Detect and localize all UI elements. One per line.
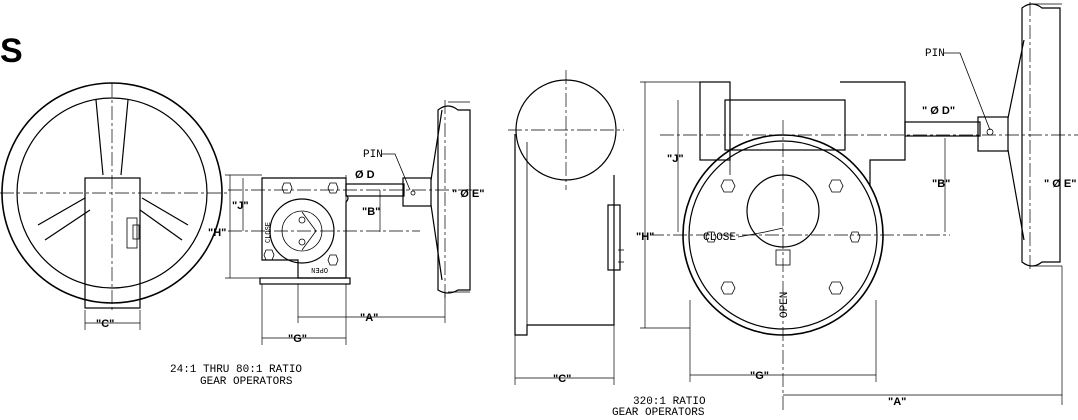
- close-label-small: CLOSE: [265, 222, 273, 243]
- dim-d-small: Ø D: [355, 169, 375, 181]
- dim-e-large: " Ø E": [1044, 178, 1076, 190]
- dim-h-large: "H": [636, 231, 654, 243]
- open-label-small: OPEN: [311, 265, 328, 273]
- dim-h-small: "H": [208, 227, 226, 239]
- dim-j-large: "J": [667, 153, 684, 165]
- caption-small-line2: GEAR OPERATORS: [200, 376, 293, 388]
- dim-a-small: "A": [360, 312, 378, 324]
- pin-label-small: PIN: [363, 149, 383, 161]
- dim-c-large: "C": [553, 373, 571, 385]
- close-label-large: CLOSE: [703, 232, 736, 244]
- pin-label-large: PIN: [925, 48, 945, 60]
- dim-c-small: "C": [96, 318, 114, 330]
- small-gear-operator-side-view: CLOSE OPEN Ø D "B" PIN " Ø E" "H" "J": [208, 100, 484, 345]
- header-fragment: S: [0, 32, 23, 70]
- caption-small-line1: 24:1 THRU 80:1 RATIO: [170, 364, 302, 376]
- caption-large-line1: 320:1 RATIO: [633, 396, 706, 408]
- large-gear-operator-side-view: "C": [508, 70, 624, 385]
- dim-e-small: " Ø E": [452, 188, 484, 200]
- large-gear-operator-front-view: CLOSE OPEN " Ø D" PIN " Ø E" "B" "H" "J": [636, 2, 1078, 410]
- small-handwheel-front-view: "C": [0, 82, 230, 330]
- dim-g-small: "G": [288, 333, 307, 345]
- dim-j-small: "J": [232, 200, 249, 212]
- caption-large-line2: GEAR OPERATORS: [612, 407, 705, 419]
- dim-b-small: "B": [362, 206, 380, 218]
- dim-a-large: "A": [888, 396, 906, 408]
- dim-d-large: " Ø D": [922, 105, 955, 117]
- dim-b-large: "B": [932, 178, 950, 190]
- open-label-large: OPEN: [779, 292, 791, 318]
- dim-g-large: "G": [750, 370, 769, 382]
